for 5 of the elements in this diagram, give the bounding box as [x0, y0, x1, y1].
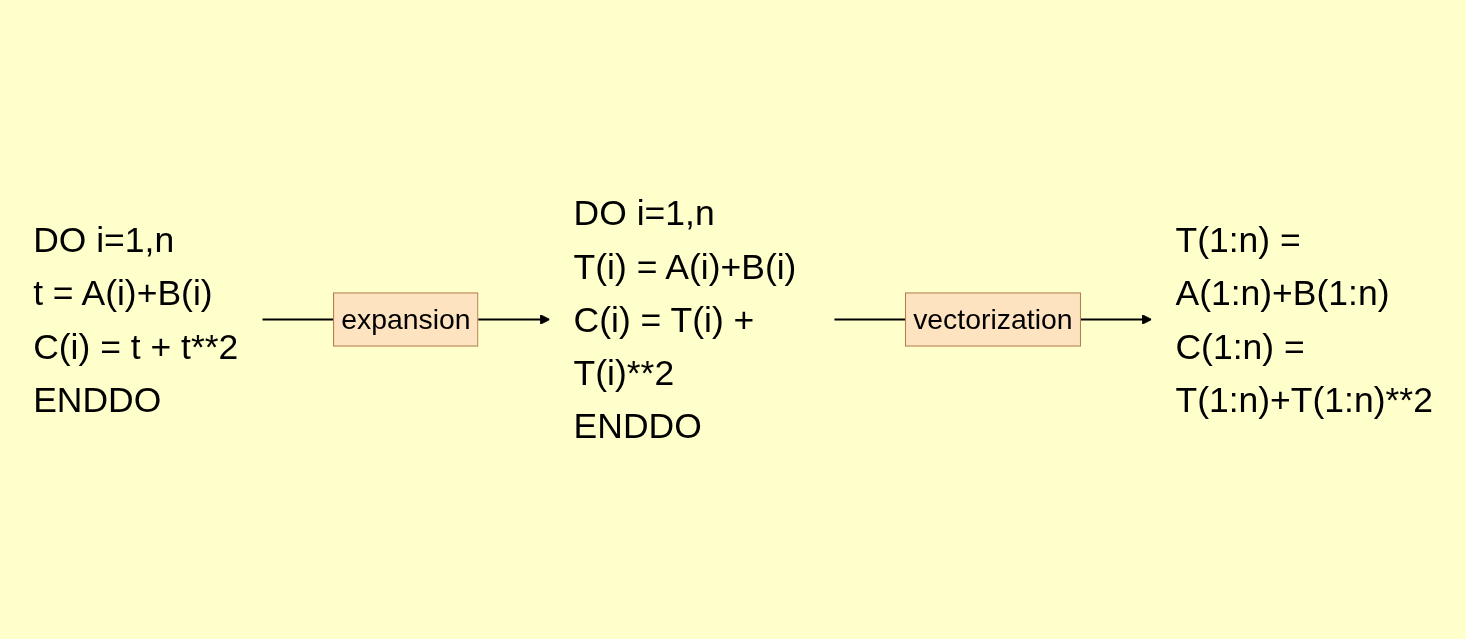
node-text: DO i=1,n t = A(i)+B(i) C(i) = t + t**2 ENDDO [33, 220, 239, 419]
edge-label: expansion [341, 302, 471, 335]
edge-label: vectorization [913, 302, 1073, 335]
node-text: DO i=1,n T(i) = A(i)+B(i) C(i) = T(i) + T(i)**2 ENDDO [573, 193, 797, 446]
node-text: T(1:n) = A(1:n)+B(1:n) C(1:n) = T(1:n)+T(1:n)**2 [1175, 220, 1433, 419]
